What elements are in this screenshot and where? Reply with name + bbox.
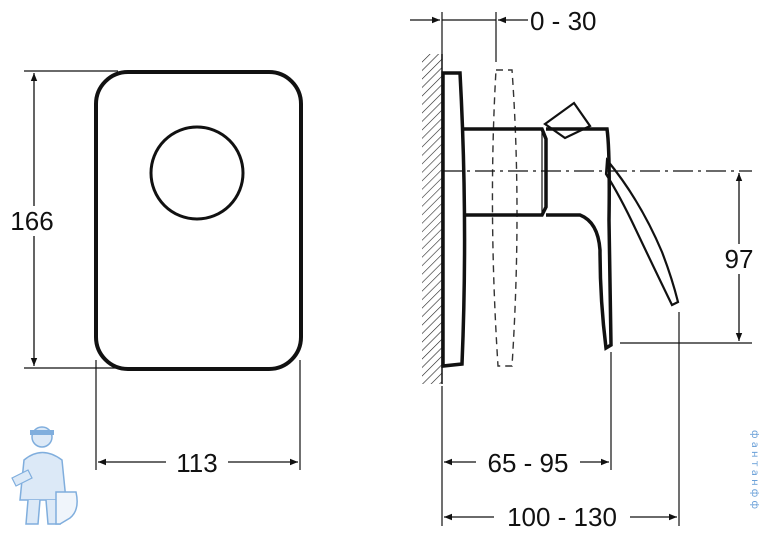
width-label: 113 xyxy=(176,448,217,478)
vertical-watermark: ф а н т а н ф ф xyxy=(749,430,760,509)
height-label: 166 xyxy=(10,206,53,236)
body-profile xyxy=(463,127,548,217)
offset-label: 0 - 30 xyxy=(530,6,597,36)
handle-height-label: 97 xyxy=(725,244,754,274)
front-view: 166 113 xyxy=(6,70,303,478)
cover-plate xyxy=(94,70,303,371)
depth-handle-label: 65 - 95 xyxy=(488,448,569,478)
wall-hatch xyxy=(422,54,442,384)
lever-blade xyxy=(604,157,680,307)
plumber-logo xyxy=(11,426,78,525)
side-view: 0 - 30 97 65 - 95 100 - 130 xyxy=(410,6,760,532)
lever-top xyxy=(543,101,592,140)
handle-body xyxy=(546,127,613,351)
depth-total-label: 100 - 130 xyxy=(507,502,617,532)
plate-dashed-outline xyxy=(491,69,518,367)
handle-circle xyxy=(149,125,245,221)
plate-profile xyxy=(441,71,467,368)
